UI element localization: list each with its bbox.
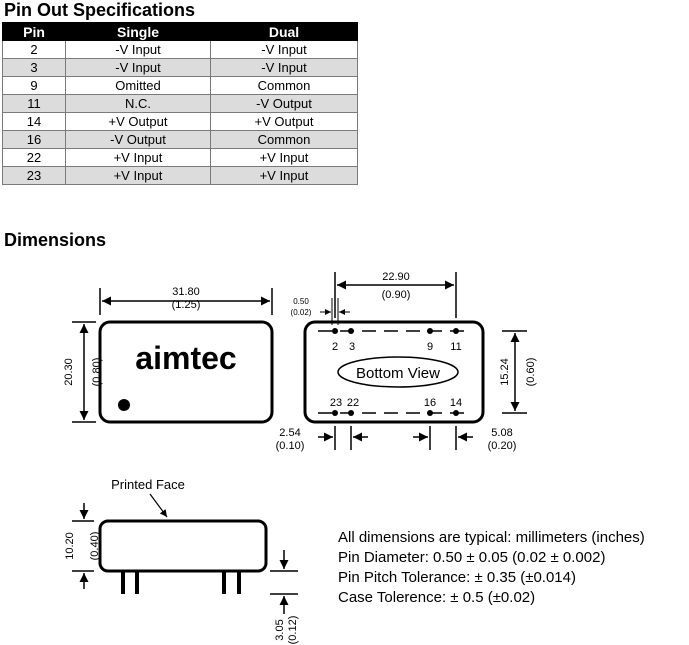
pin-dot	[332, 410, 338, 416]
pin-dot	[332, 328, 338, 334]
pin1-dot	[118, 399, 130, 411]
printed-face-arrow	[149, 493, 168, 518]
pin-diameter-in: (0.02)	[291, 308, 312, 317]
front-height-in: (0.80)	[91, 358, 103, 387]
side-pin	[237, 572, 241, 594]
table-row: 11 N.C. -V Output	[2, 94, 358, 113]
pin-length-mm: 3.05	[274, 619, 286, 640]
cell-single: Omitted	[65, 76, 211, 95]
note-line: Case Tolerence: ± 0.5 (±0.02)	[338, 589, 536, 606]
pin-length-in: (0.12)	[287, 616, 299, 645]
side-case-outline	[98, 519, 268, 573]
pin-row-height-mm: 15.24	[499, 358, 511, 386]
bottom-view-ellipse	[337, 356, 459, 388]
bottom-view: Bottom View 2 3 9 11 23 22 16 14 22.90 (…	[276, 271, 537, 452]
pin-dot	[427, 328, 433, 334]
printed-face-label: Printed Face	[111, 477, 185, 492]
pin-section-title: Pin Out Specifications	[4, 0, 196, 20]
pin-span-mm: 22.90	[382, 271, 410, 283]
table-row: 9 Omitted Common	[2, 76, 358, 95]
front-height-mm: 20.30	[63, 358, 75, 386]
pin-dot	[348, 410, 354, 416]
pin-label: 2	[332, 341, 338, 353]
note-line: All dimensions are typical: millimeters …	[338, 529, 645, 546]
pitch2-mm: 5.08	[491, 427, 512, 439]
table-row: 16 -V Output Common	[2, 130, 358, 149]
cell-pin: 23	[2, 166, 66, 185]
side-height-mm: 10.20	[64, 532, 76, 560]
aimtec-logo: aimtec	[135, 340, 236, 376]
bottom-case-outline	[303, 320, 485, 424]
table-row: 22 +V Input +V Input	[2, 148, 358, 167]
pin-dot	[453, 410, 459, 416]
header-pin: Pin	[2, 22, 66, 41]
pin-label: 22	[347, 397, 359, 409]
pin-dot	[427, 410, 433, 416]
pin-label: 11	[450, 341, 461, 353]
cell-pin: 22	[2, 148, 66, 167]
pin-label: 9	[427, 341, 433, 353]
pitch2-in: (0.20)	[488, 440, 517, 452]
pin-label: 23	[330, 397, 342, 409]
cell-single: +V Input	[65, 166, 211, 185]
pin-dot	[453, 328, 459, 334]
pitch-mm: 2.54	[279, 427, 300, 439]
table-row: 23 +V Input +V Input	[2, 166, 358, 185]
dimensions-title: Dimensions	[4, 230, 107, 250]
pin-label: 3	[349, 341, 355, 353]
side-height-in: (0.40)	[89, 532, 101, 561]
note-line: Pin Diameter: 0.50 ± 0.05 (0.02 ± 0.002)	[338, 549, 606, 566]
front-width-mm: 31.80	[172, 286, 200, 298]
header-single: Single	[65, 22, 211, 41]
front-case-outline	[98, 320, 274, 424]
pin-table-header: Pin Single Dual	[2, 22, 358, 41]
pin-table: Pin Single Dual 2 -V Input -V Input 3 -V…	[2, 22, 358, 185]
cell-dual: -V Output	[210, 94, 358, 113]
dimension-notes: All dimensions are typical: millimeters …	[338, 528, 645, 608]
side-pin	[135, 572, 139, 594]
pin-label: 14	[450, 397, 462, 409]
front-view: aimtec 31.80 (1.25) 20.30 (0.80)	[63, 286, 274, 424]
pitch-in: (0.10)	[276, 440, 305, 452]
note-line: Pin Pitch Tolerance: ± 0.35 (±0.014)	[338, 569, 576, 586]
bottom-view-label: Bottom View	[356, 365, 440, 382]
side-view: Printed Face 10.20 (0.40) 3.05 (0.12)	[64, 477, 299, 644]
pin-span-in: (0.90)	[382, 289, 411, 301]
header-dual: Dual	[210, 22, 358, 41]
cell-single: -V Output	[65, 130, 211, 149]
side-pin	[222, 572, 226, 594]
front-width-in: (1.25)	[172, 299, 201, 311]
table-row: 2 -V Input -V Input	[2, 40, 358, 59]
side-pin	[121, 572, 125, 594]
pin-row-height-in: (0.60)	[525, 358, 537, 387]
pin-dot	[348, 328, 354, 334]
cell-dual: +V Input	[210, 166, 358, 185]
cell-pin: 3	[2, 58, 66, 77]
cell-dual: -V Input	[210, 58, 358, 77]
pin-label: 16	[424, 397, 436, 409]
pin-diameter-mm: 0.50	[293, 297, 309, 306]
